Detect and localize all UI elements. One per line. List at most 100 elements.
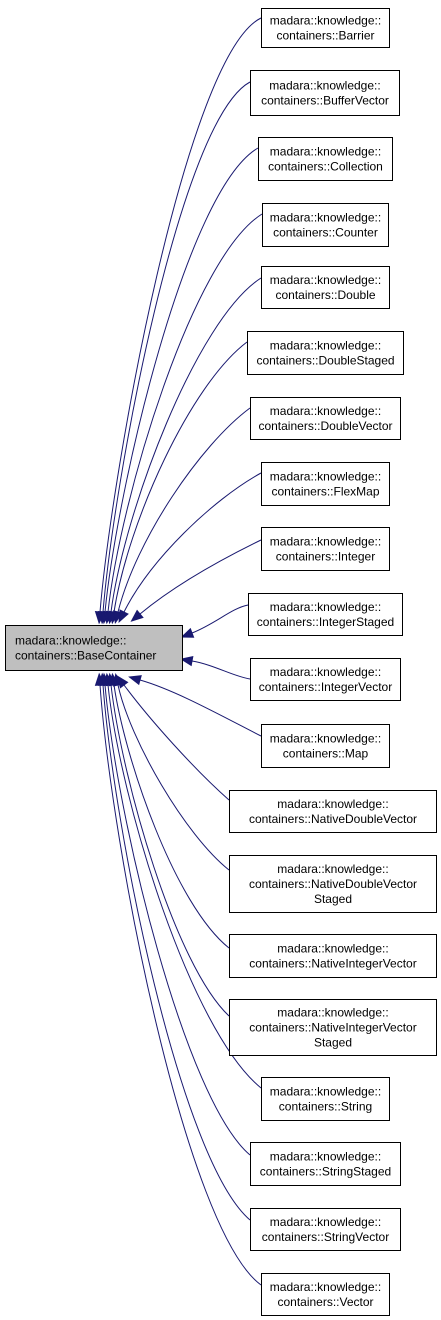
derived-class-node[interactable]: madara::knowledge::containers::BufferVec… — [250, 70, 400, 116]
node-box — [5, 625, 183, 671]
node-label-line: containers::StringStaged — [260, 1165, 391, 1179]
edge-line — [104, 684, 251, 1156]
node-box — [250, 397, 401, 440]
node-label-line: madara::knowledge:: — [270, 273, 381, 287]
inheritance-edge — [130, 539, 262, 622]
nodes-layer: madara::knowledge::containers::BaseConta… — [5, 8, 437, 1316]
node-label-line: madara::knowledge:: — [277, 1006, 388, 1020]
edge-line — [117, 684, 230, 871]
node-box — [229, 934, 437, 978]
node-label-line: containers::IntegerVector — [259, 680, 392, 694]
node-box — [261, 1077, 390, 1121]
node-label-line: containers::NativeDoubleVector — [249, 812, 417, 826]
derived-class-node[interactable]: madara::knowledge::containers::Vector — [261, 1273, 390, 1316]
edge-line — [99, 684, 262, 1286]
node-label-line: containers::StringVector — [262, 1230, 389, 1244]
derived-class-node[interactable]: madara::knowledge::containers::Counter — [262, 203, 389, 247]
node-box — [229, 855, 437, 913]
derived-class-node[interactable]: madara::knowledge::containers::StringVec… — [250, 1208, 401, 1251]
derived-class-node[interactable]: madara::knowledge::containers::StringSta… — [250, 1142, 401, 1186]
edge-line — [139, 539, 262, 615]
inheritance-edge — [108, 341, 248, 625]
edge-arrowhead — [130, 609, 144, 622]
node-label-line: madara::knowledge:: — [270, 665, 381, 679]
node-box — [261, 1273, 390, 1316]
node-box — [250, 70, 400, 116]
inheritance-edge — [97, 81, 251, 625]
node-label-line: containers::BufferVector — [261, 94, 389, 108]
node-label-line: containers::FlexMap — [271, 485, 379, 499]
edge-line — [191, 604, 249, 634]
edge-line — [102, 684, 251, 1221]
node-label-line: containers::DoubleVector — [258, 419, 392, 433]
node-box — [262, 203, 389, 247]
derived-class-node[interactable]: madara::knowledge::containers::Collectio… — [258, 137, 393, 181]
derived-class-node[interactable]: madara::knowledge::containers::NativeInt… — [229, 999, 437, 1056]
node-label-line: containers::Double — [275, 288, 375, 302]
node-label-line: containers::String — [279, 1100, 372, 1114]
derived-class-node[interactable]: madara::knowledge::containers::DoubleSta… — [247, 331, 404, 375]
derived-class-node[interactable]: madara::knowledge::containers::Double — [261, 266, 390, 309]
inheritance-edge — [128, 675, 262, 737]
inheritance-edge — [112, 407, 251, 624]
edges-layer — [94, 17, 263, 1286]
node-label-line: madara::knowledge:: — [15, 634, 126, 648]
derived-class-node[interactable]: madara::knowledge::containers::String — [261, 1077, 390, 1121]
node-label-line: madara::knowledge:: — [270, 470, 381, 484]
inheritance-edge — [94, 17, 262, 625]
edge-line — [123, 684, 230, 801]
node-box — [229, 790, 437, 833]
node-label-line: containers::Vector — [277, 1295, 373, 1309]
edge-line — [123, 472, 262, 613]
derived-class-node[interactable]: madara::knowledge::containers::NativeDou… — [229, 855, 437, 913]
derived-class-node[interactable]: madara::knowledge::containers::Barrier — [261, 8, 390, 48]
node-label-line: containers::Barrier — [276, 29, 374, 43]
edge-arrowhead — [179, 655, 194, 667]
node-label-line: madara::knowledge:: — [270, 1280, 381, 1294]
node-label-line: containers::Integer — [276, 550, 375, 564]
derived-class-node[interactable]: madara::knowledge::containers::DoubleVec… — [250, 397, 401, 440]
node-label-line: madara::knowledge:: — [270, 600, 381, 614]
derived-class-node[interactable]: madara::knowledge::containers::IntegerSt… — [248, 593, 403, 636]
edge-arrowhead — [94, 672, 106, 686]
edge-line — [110, 684, 230, 1017]
inheritance-edge — [105, 277, 262, 625]
edge-line — [99, 17, 262, 613]
edge-line — [113, 341, 248, 613]
inheritance-edge — [180, 604, 249, 638]
node-box — [250, 1142, 401, 1186]
node-label-line: madara::knowledge:: — [277, 862, 388, 876]
node-box — [261, 8, 390, 48]
inheritance-edge — [118, 472, 262, 623]
node-label-line: madara::knowledge:: — [270, 211, 381, 225]
derived-class-node[interactable]: madara::knowledge::containers::NativeInt… — [229, 934, 437, 978]
node-label-line: Staged — [314, 892, 352, 906]
edge-line — [113, 684, 230, 949]
node-label-line: madara::knowledge:: — [269, 79, 380, 93]
inheritance-edge — [112, 673, 230, 871]
derived-class-node[interactable]: madara::knowledge::containers::Integer — [261, 527, 390, 571]
derived-class-node[interactable]: madara::knowledge::containers::Map — [261, 724, 390, 768]
node-box — [261, 266, 390, 309]
derived-class-node[interactable]: madara::knowledge::containers::IntegerVe… — [250, 658, 401, 701]
node-label-line: containers::Map — [283, 747, 369, 761]
node-label-line: madara::knowledge:: — [270, 339, 381, 353]
node-label-line: madara::knowledge:: — [270, 1215, 381, 1229]
node-box — [258, 137, 393, 181]
node-label-line: madara::knowledge:: — [277, 797, 388, 811]
base-class-node: madara::knowledge::containers::BaseConta… — [5, 625, 183, 671]
node-label-line: containers::NativeDoubleVector — [249, 877, 417, 891]
derived-class-node[interactable]: madara::knowledge::containers::FlexMap — [261, 462, 390, 506]
node-label-line: containers::Collection — [268, 160, 383, 174]
node-label-line: madara::knowledge:: — [270, 404, 381, 418]
edge-line — [104, 147, 259, 613]
node-box — [247, 331, 404, 375]
edge-line — [102, 81, 251, 613]
node-label-line: containers::NativeIntegerVector — [249, 957, 416, 971]
node-label-line: madara::knowledge:: — [277, 942, 388, 956]
node-label-line: madara::knowledge:: — [270, 732, 381, 746]
edge-line — [191, 660, 251, 680]
node-label-line: madara::knowledge:: — [270, 145, 381, 159]
derived-class-node[interactable]: madara::knowledge::containers::NativeDou… — [229, 790, 437, 833]
node-label-line: madara::knowledge:: — [270, 535, 381, 549]
